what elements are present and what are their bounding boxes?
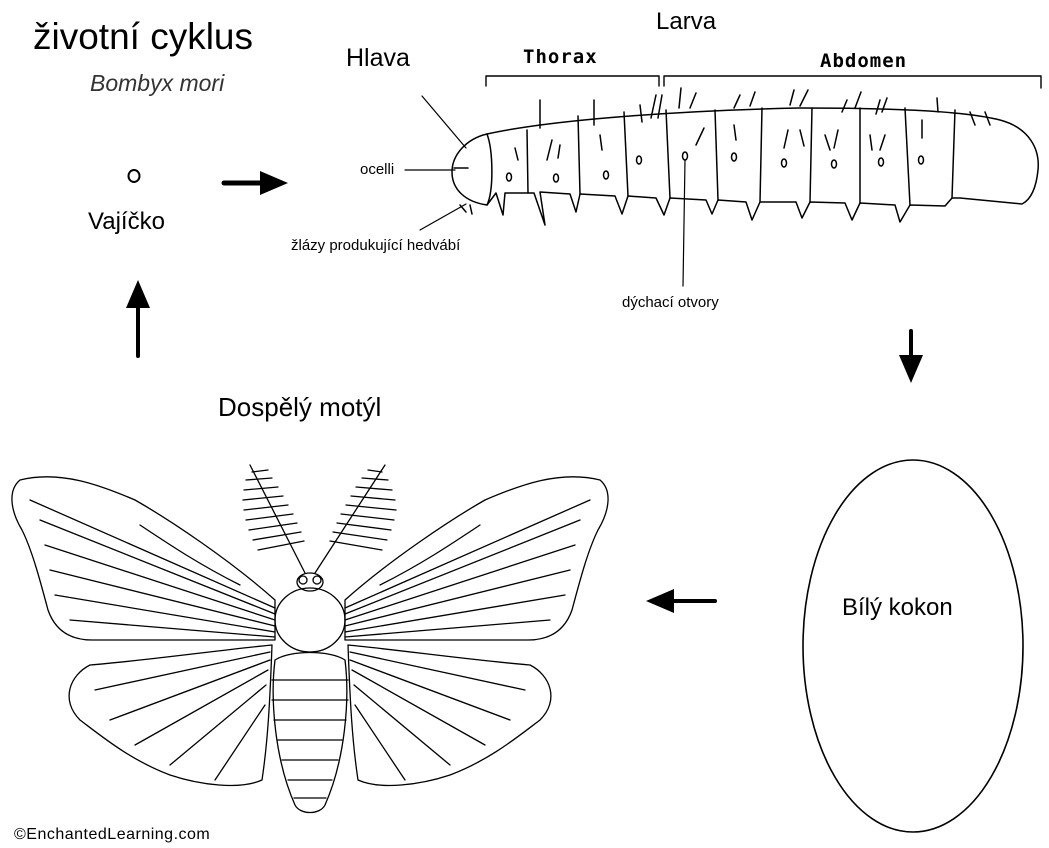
larva-drawing xyxy=(452,88,1038,225)
cocoon-shape xyxy=(803,460,1023,832)
arrow-adult-to-egg xyxy=(126,280,150,356)
thorax-bracket xyxy=(486,76,659,86)
adult-label: Dospělý motýl xyxy=(218,394,381,420)
head-leader xyxy=(422,96,466,148)
abdomen-label: Abdomen xyxy=(820,52,907,71)
ocelli-label: ocelli xyxy=(360,162,394,177)
thorax-label: Thorax xyxy=(523,48,598,67)
egg-label: Vajíčko xyxy=(88,210,165,234)
arrow-larva-to-cocoon xyxy=(899,331,923,383)
arrow-egg-to-larva xyxy=(224,171,288,195)
head-label: Hlava xyxy=(346,46,410,71)
egg-shape xyxy=(129,170,140,182)
silk-glands-label: žlázy produkující hedvábí xyxy=(291,238,460,253)
silk-leader xyxy=(420,204,466,230)
copyright-notice: ©EnchantedLearning.com xyxy=(14,827,210,843)
spiracle-leader xyxy=(683,160,685,286)
diagram-title: životní cyklus xyxy=(33,18,253,55)
cocoon-label: Bílý kokon xyxy=(842,596,953,620)
larva-label: Larva xyxy=(656,10,716,34)
spiracles-label: dýchací otvory xyxy=(622,295,719,310)
arrow-cocoon-to-adult xyxy=(646,589,715,613)
abdomen-bracket xyxy=(664,76,1041,88)
species-name: Bombyx mori xyxy=(90,72,224,95)
moth-drawing xyxy=(12,465,608,813)
